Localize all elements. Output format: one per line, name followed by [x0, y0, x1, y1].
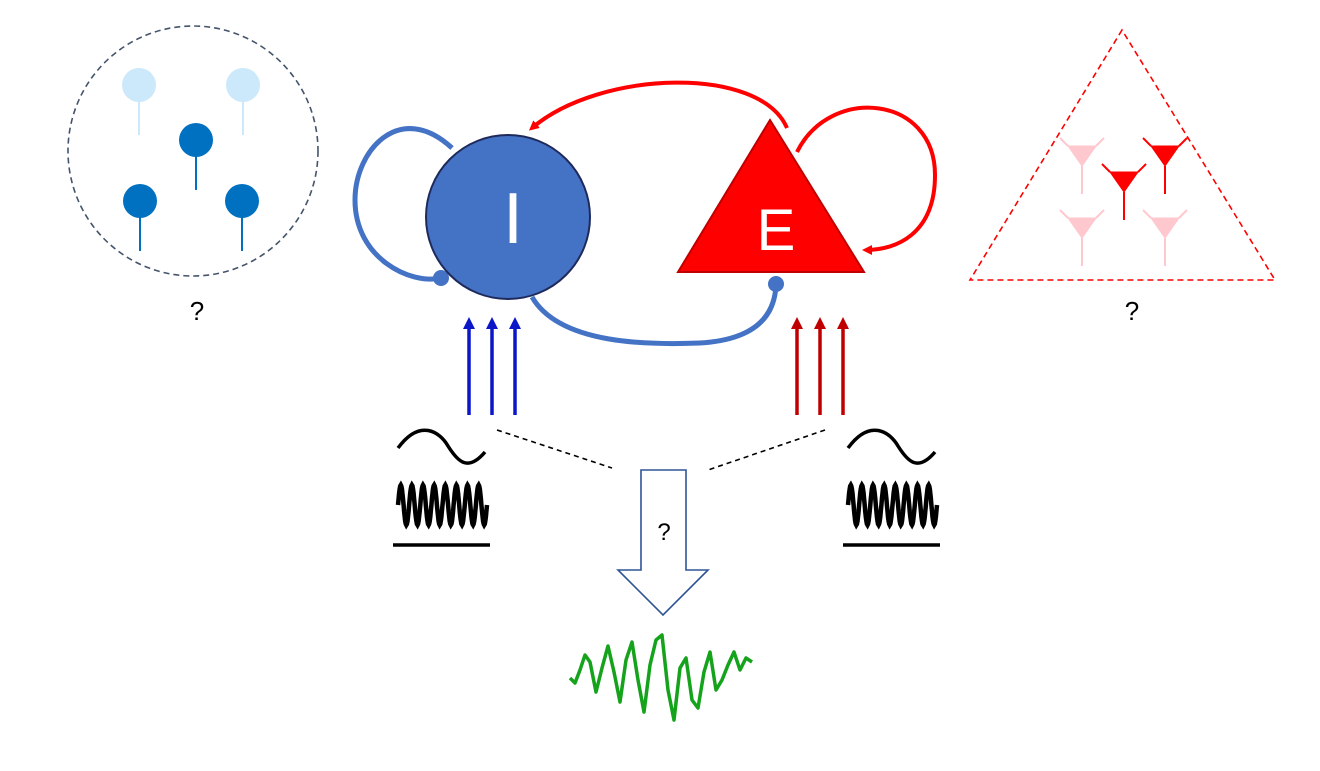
field-potential-output-icon [568, 633, 753, 722]
inhibitory-node-label: I [503, 179, 523, 259]
pyramidal-neuron-light-icon [1059, 137, 1105, 195]
interneuron-light-icon [226, 68, 260, 135]
oscillatory-input-icon [393, 428, 490, 547]
pyramidal-neuron-light-icon [1142, 209, 1188, 267]
inhibitory-self-connection [352, 126, 454, 286]
inhibitory-population-unknown: ? [190, 296, 204, 326]
pyramidal-neuron-light-icon [1059, 209, 1105, 267]
output-transform-unknown: ? [657, 519, 670, 546]
inhibitory-node: I [425, 134, 591, 300]
excitatory-population-unknown: ? [1125, 296, 1139, 326]
interneuron-dark-icon [225, 184, 259, 251]
excitatory-node-label: E [757, 198, 796, 263]
output-transform-arrow-icon: ? [616, 469, 710, 617]
interneuron-dark-icon [179, 123, 213, 190]
pyramidal-population-icon [968, 28, 1277, 281]
pyramidal-neuron-dark-icon [1142, 137, 1188, 195]
excitatory-external-inputs [791, 317, 849, 415]
input-convergence-line [707, 429, 826, 471]
interneuron-dark-icon [123, 184, 157, 251]
excitatory-self-connection [795, 105, 938, 255]
interneuron-light-icon [122, 68, 156, 135]
interneuron-population-icon [67, 25, 319, 277]
inhibitory-to-excitatory-connection [529, 276, 784, 347]
excitatory-to-inhibitory-connection [528, 80, 789, 131]
pyramidal-neuron-dark-icon [1101, 163, 1147, 221]
input-convergence-line [496, 429, 613, 469]
excitatory-node: E [676, 118, 866, 273]
inhibitory-external-inputs [463, 317, 521, 415]
oscillatory-input-icon [843, 428, 940, 547]
